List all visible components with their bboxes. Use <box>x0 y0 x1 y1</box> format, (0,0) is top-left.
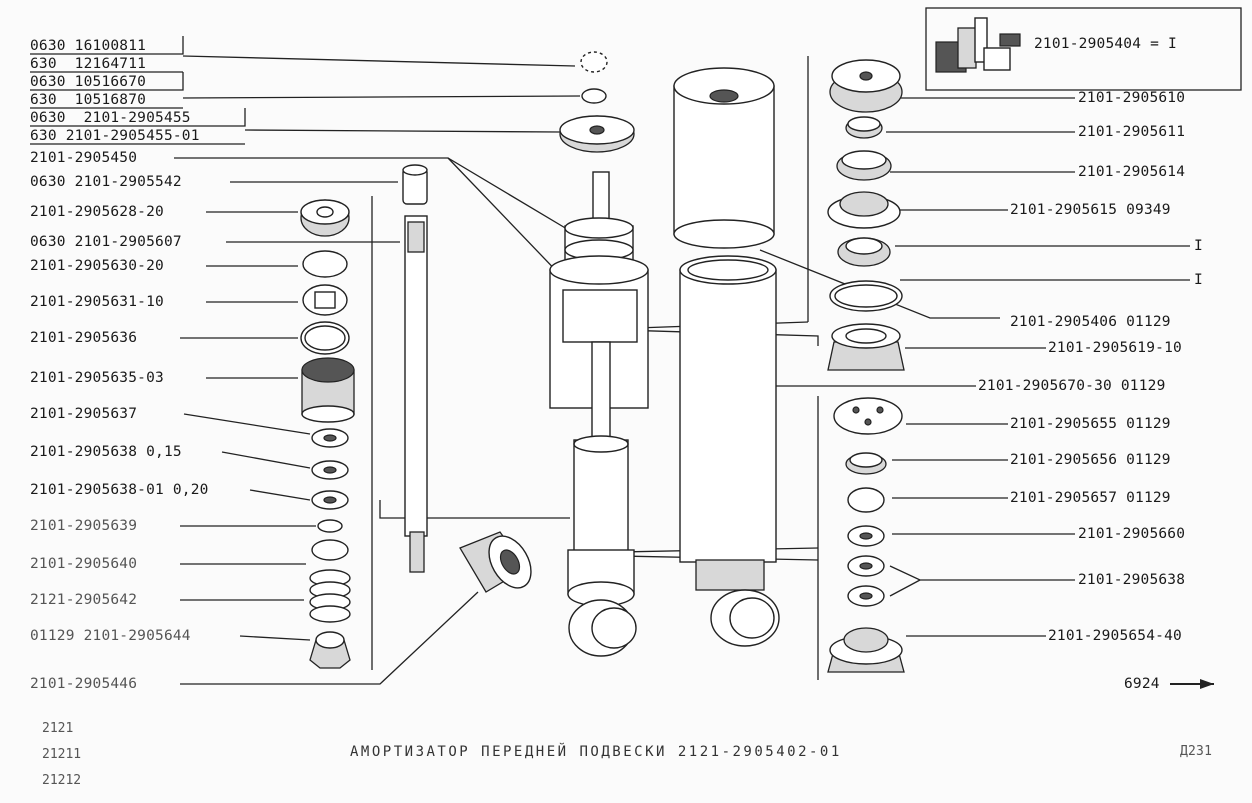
model-list: 2121 21211 21212 <box>42 716 81 794</box>
left-label-18: 2101-2905639 <box>30 518 138 534</box>
model-3: 21212 <box>42 773 82 788</box>
right-label-5: I <box>1194 238 1203 254</box>
left-leaders <box>174 55 581 685</box>
left-parts <box>300 51 635 669</box>
left-label-7: 2101-2905450 <box>30 150 138 166</box>
inset-box <box>925 7 1242 91</box>
right-label-14: 2101-2905638 <box>1078 572 1186 588</box>
left-label-9: 2101-2905628-20 <box>30 204 164 220</box>
left-label-2: 630 12164711 <box>30 56 147 72</box>
left-label-5: 0630 2101-2905455 <box>30 110 191 126</box>
left-label-13: 2101-2905636 <box>30 330 138 346</box>
left-label-8: 0630 2101-2905542 <box>30 174 182 190</box>
left-label-20: 2121-2905642 <box>30 592 138 608</box>
inset-label: 2101-2905404 = I <box>1034 36 1177 52</box>
left-label-17: 2101-2905638-01 0,20 <box>30 482 209 498</box>
figure-number: 6924 <box>1124 676 1160 692</box>
dust-cover <box>673 67 780 647</box>
left-label-16: 2101-2905638 0,15 <box>30 444 182 460</box>
left-label-1: 0630 16100811 <box>30 38 147 54</box>
left-label-3: 0630 10516670 <box>30 74 147 90</box>
right-parts <box>827 59 905 673</box>
right-label-7: 2101-2905406 01129 <box>1010 314 1171 330</box>
left-label-14: 2101-2905635-03 <box>30 370 164 386</box>
page-title: АМОРТИЗАТОР ПЕРЕДНЕЙ ПОДВЕСКИ 2121-29054… <box>350 744 842 760</box>
model-1: 2121 <box>42 721 74 736</box>
right-label-9: 2101-2905670-30 01129 <box>978 378 1166 394</box>
left-label-6: 630 2101-2905455-01 <box>30 128 200 144</box>
right-label-3: 2101-2905614 <box>1078 164 1186 180</box>
left-label-15: 2101-2905637 <box>30 406 138 422</box>
right-label-6: I <box>1194 272 1203 288</box>
right-label-15: 2101-2905654-40 <box>1048 628 1182 644</box>
right-label-12: 2101-2905657 01129 <box>1010 490 1171 506</box>
assembled-shock <box>549 171 649 657</box>
left-label-21: 01129 2101-2905644 <box>30 628 191 644</box>
left-label-4: 630 10516870 <box>30 92 147 108</box>
page-code: Д231 <box>1180 744 1213 759</box>
left-label-12: 2101-2905631-10 <box>30 294 164 310</box>
left-label-19: 2101-2905640 <box>30 556 138 572</box>
model-2: 21211 <box>42 747 82 762</box>
right-label-8: 2101-2905619-10 <box>1048 340 1182 356</box>
left-label-10: 0630 2101-2905607 <box>30 234 182 250</box>
right-label-13: 2101-2905660 <box>1078 526 1186 542</box>
left-label-11: 2101-2905630-20 <box>30 258 164 274</box>
right-label-2: 2101-2905611 <box>1078 124 1186 140</box>
inset-parts-icon <box>935 17 1021 73</box>
right-label-10: 2101-2905655 01129 <box>1010 416 1171 432</box>
left-label-22: 2101-2905446 <box>30 676 138 692</box>
right-label-4: 2101-2905615 09349 <box>1010 202 1171 218</box>
right-label-1: 2101-2905610 <box>1078 90 1186 106</box>
right-label-11: 2101-2905656 01129 <box>1010 452 1171 468</box>
arrow-icon <box>1170 679 1214 689</box>
